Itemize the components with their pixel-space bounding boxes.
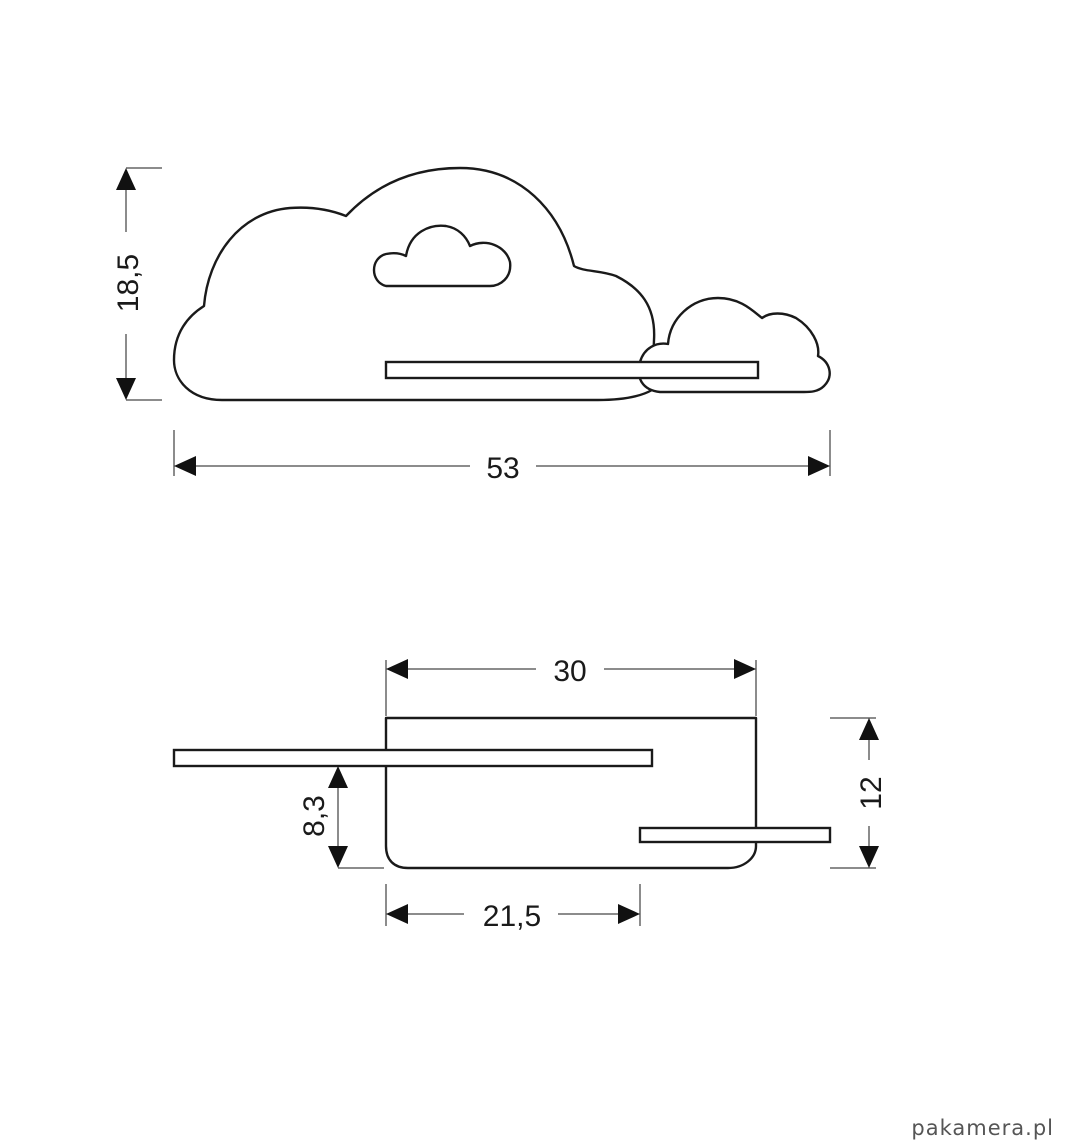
- top-view-body: [384, 716, 758, 870]
- arrow-down-icon: [116, 378, 136, 400]
- front-height-label: 18,5: [112, 254, 145, 312]
- arrow-left-icon: [386, 904, 408, 924]
- arrow-down-icon: [328, 846, 348, 868]
- upper-shelf: [172, 748, 654, 768]
- front-width-dimension: 53: [173, 430, 831, 485]
- top-height-dimension: 12: [830, 717, 888, 869]
- base-width-label: 21,5: [483, 900, 541, 933]
- top-depth-label: 30: [553, 655, 586, 688]
- lower-shelf: [638, 826, 832, 844]
- arrow-up-icon: [859, 718, 879, 740]
- arrow-right-icon: [808, 456, 830, 476]
- arrow-down-icon: [859, 846, 879, 868]
- arrow-left-icon: [386, 659, 408, 679]
- arrow-up-icon: [328, 766, 348, 788]
- front-width-label: 53: [486, 452, 519, 485]
- watermark-logo: pakamera.pl: [911, 1116, 1054, 1140]
- arrow-up-icon: [116, 168, 136, 190]
- top-height-label: 12: [855, 776, 888, 809]
- front-height-dimension: 18,5: [112, 167, 162, 401]
- arrow-right-icon: [618, 904, 640, 924]
- shelf-gap-dimension: 8,3: [298, 766, 384, 869]
- base-width-dimension: 21,5: [385, 884, 641, 933]
- front-view: 18,5 53: [112, 166, 831, 485]
- front-shelf: [384, 360, 760, 380]
- top-depth-dimension: 30: [385, 655, 757, 716]
- top-view: 30 12 8,3 21,5: [172, 655, 888, 933]
- cloud-cutout-outline: [372, 224, 512, 288]
- arrow-left-icon: [174, 456, 196, 476]
- shelf-gap-label: 8,3: [298, 795, 331, 837]
- arrow-right-icon: [734, 659, 756, 679]
